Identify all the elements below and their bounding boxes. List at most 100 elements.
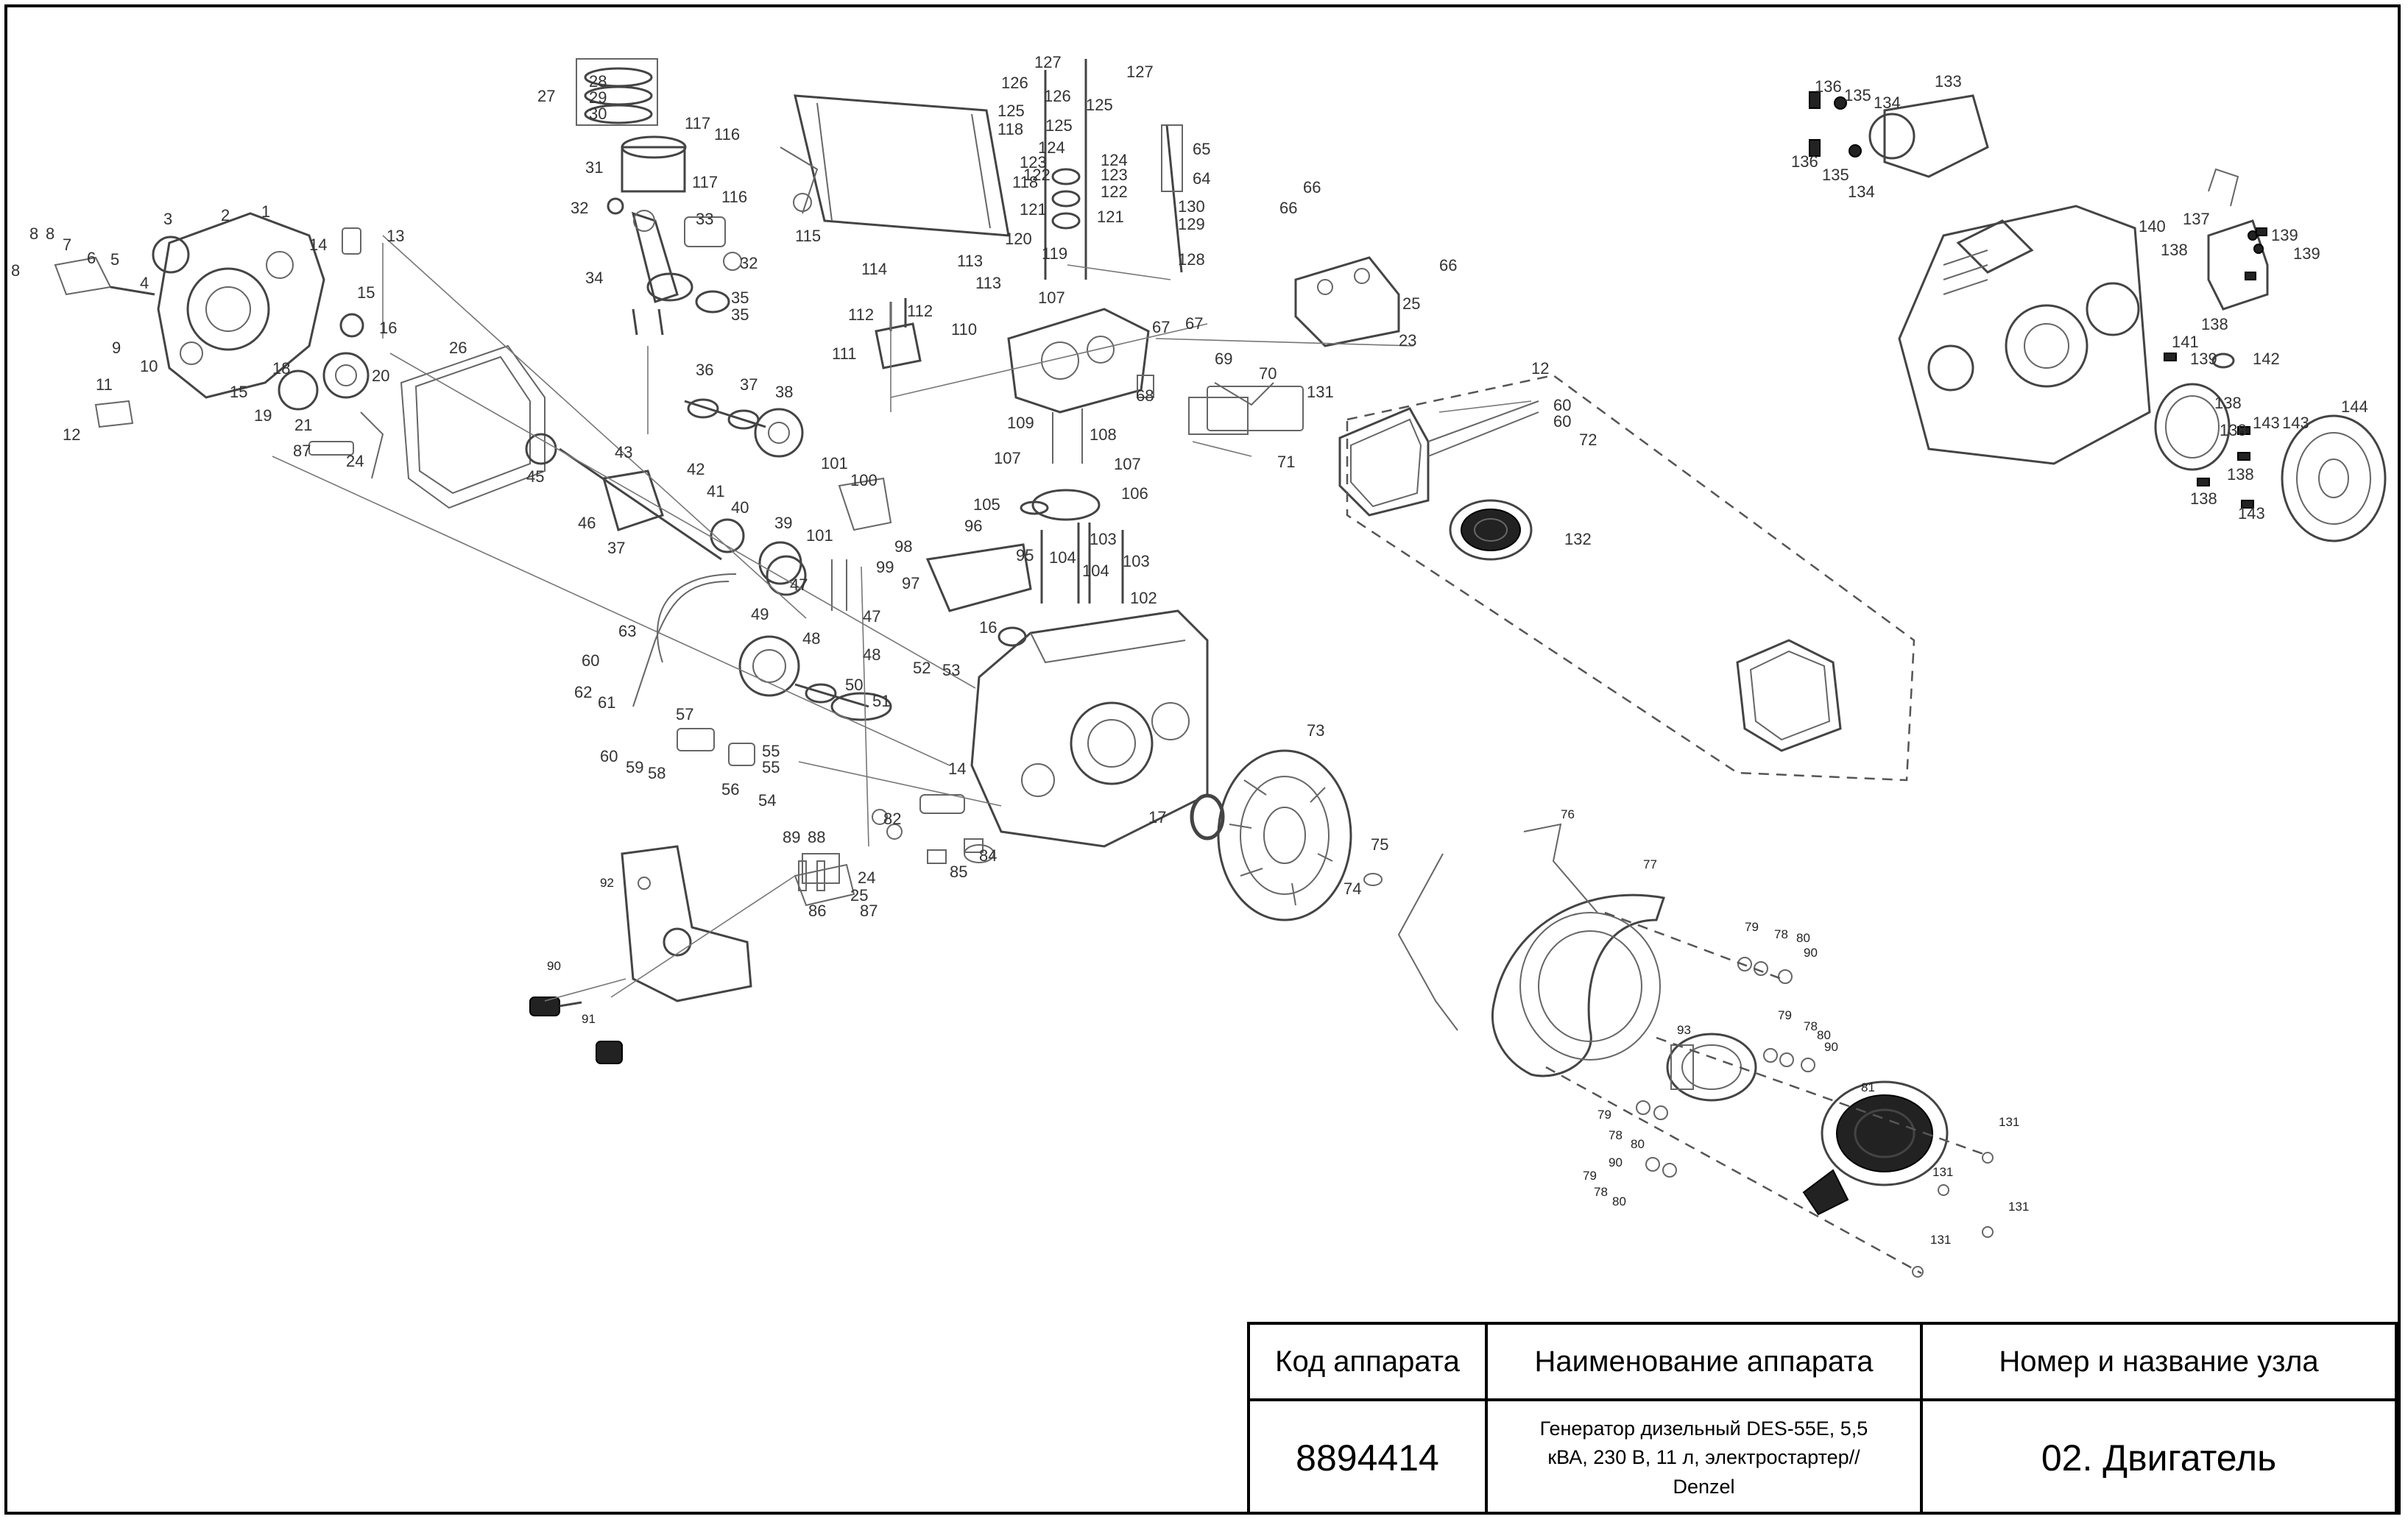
mounting-bracket	[529, 845, 752, 1064]
callout-12: 12	[63, 425, 80, 444]
callout-131c: 131	[1932, 1165, 1953, 1179]
callout-126a: 126	[1001, 74, 1028, 92]
callout-60c: 60	[1553, 396, 1571, 414]
callout-45: 45	[526, 467, 544, 486]
callout-139a: 139	[2271, 226, 2298, 244]
title-block: Код аппарата Наименование аппарата Номер…	[1247, 1322, 2401, 1515]
header-unit: Номер и название узла	[1923, 1325, 2398, 1401]
callout-32b: 32	[740, 254, 758, 272]
assembly-name: 02. Двигатель	[1923, 1401, 2398, 1515]
callout-60b: 60	[600, 747, 618, 765]
callout-138c: 138	[2214, 394, 2242, 412]
callout-107: 107	[994, 449, 1021, 467]
callout-104a: 104	[1049, 548, 1076, 567]
callout-127b: 127	[1126, 63, 1154, 81]
callout-67b: 67	[1185, 314, 1203, 333]
callout-4: 4	[140, 274, 149, 292]
callout-78c: 78	[1609, 1128, 1623, 1142]
callout-15: 15	[357, 283, 375, 302]
callout-80d: 80	[1612, 1194, 1626, 1208]
callout-61: 61	[598, 693, 615, 712]
callout-140: 140	[2139, 217, 2166, 236]
callout-92: 92	[600, 876, 614, 890]
fan-shroud	[1397, 823, 1665, 1077]
callout-131d: 131	[2008, 1200, 2029, 1214]
callout-28: 28	[589, 72, 607, 91]
callout-133: 133	[1935, 72, 1962, 91]
callout-56: 56	[721, 780, 739, 799]
callout-64: 64	[1193, 169, 1210, 188]
callout-53: 53	[942, 661, 960, 679]
callout-78b: 78	[1804, 1019, 1818, 1033]
callout-79d: 79	[1583, 1169, 1597, 1183]
callout-131e: 131	[1930, 1233, 1951, 1247]
callout-103b: 103	[1123, 552, 1150, 570]
callout-123a: 123	[1020, 153, 1047, 171]
callout-108: 108	[1090, 425, 1117, 444]
callout-143c: 143	[2238, 504, 2265, 523]
callout-15b: 15	[230, 383, 247, 401]
callout-80a: 80	[1796, 931, 1810, 945]
callout-112a: 112	[848, 305, 874, 324]
callout-50: 50	[845, 676, 863, 694]
callout-139c: 139	[2190, 350, 2217, 368]
callout-18: 18	[272, 359, 290, 378]
callout-82: 82	[883, 810, 901, 828]
callout-134a: 134	[1874, 93, 1901, 112]
callout-116a: 116	[714, 125, 740, 144]
starter-pulley	[1666, 1033, 1757, 1102]
callout-66a: 66	[1303, 178, 1321, 197]
callout-121b: 121	[1097, 208, 1124, 226]
callout-112b: 112	[907, 302, 933, 320]
callout-124a: 124	[1038, 138, 1065, 157]
callout-59: 59	[626, 758, 643, 776]
callout-19: 19	[254, 406, 272, 425]
callout-33: 33	[696, 210, 713, 228]
callout-40: 40	[731, 498, 749, 517]
callout-107b: 107	[1114, 455, 1141, 473]
callout-30: 30	[589, 105, 607, 123]
callout-2: 2	[221, 206, 230, 224]
valve-train	[1044, 59, 1183, 280]
callout-41: 41	[707, 482, 724, 500]
callout-121a: 121	[1020, 200, 1047, 219]
callout-138d: 138	[2220, 421, 2247, 439]
fuel-injection-pump	[802, 794, 995, 884]
callout-111: 111	[832, 344, 856, 363]
callout-122a: 122	[1023, 166, 1051, 184]
callout-65: 65	[1193, 140, 1210, 158]
callout-138e: 138	[2227, 465, 2254, 484]
callout-113a: 113	[957, 252, 983, 270]
callout-119: 119	[1042, 244, 1067, 263]
callout-35b: 35	[731, 305, 749, 324]
callout-114: 114	[861, 260, 887, 278]
callout-78a: 78	[1774, 927, 1788, 941]
engine-block	[970, 609, 1224, 848]
callout-5: 5	[110, 250, 119, 269]
header-code: Код аппарата	[1250, 1325, 1488, 1401]
callout-16: 16	[379, 319, 397, 337]
callout-72: 72	[1579, 431, 1597, 449]
callout-131: 131	[1307, 383, 1334, 401]
callout-24b: 24	[858, 868, 875, 887]
callout-87: 87	[293, 442, 311, 460]
callout-6: 6	[87, 249, 96, 267]
callout-143b: 143	[2282, 414, 2309, 432]
callout-63: 63	[618, 622, 636, 640]
callout-113b: 113	[975, 274, 1001, 292]
callout-37b: 37	[607, 539, 625, 557]
callout-47: 47	[790, 576, 808, 594]
callout-71: 71	[1277, 453, 1295, 471]
callout-24: 24	[346, 452, 364, 470]
callout-80b: 80	[1817, 1028, 1831, 1042]
callout-68: 68	[1136, 386, 1154, 405]
fuel-tank	[780, 94, 1010, 237]
callout-80c: 80	[1631, 1137, 1645, 1151]
callout-29: 29	[589, 88, 607, 107]
ignition-coil-module	[2207, 168, 2269, 311]
callout-117a: 117	[685, 114, 710, 132]
callout-23: 23	[1399, 331, 1416, 350]
callout-93: 93	[1677, 1023, 1691, 1037]
callout-131b: 131	[1999, 1115, 2019, 1129]
